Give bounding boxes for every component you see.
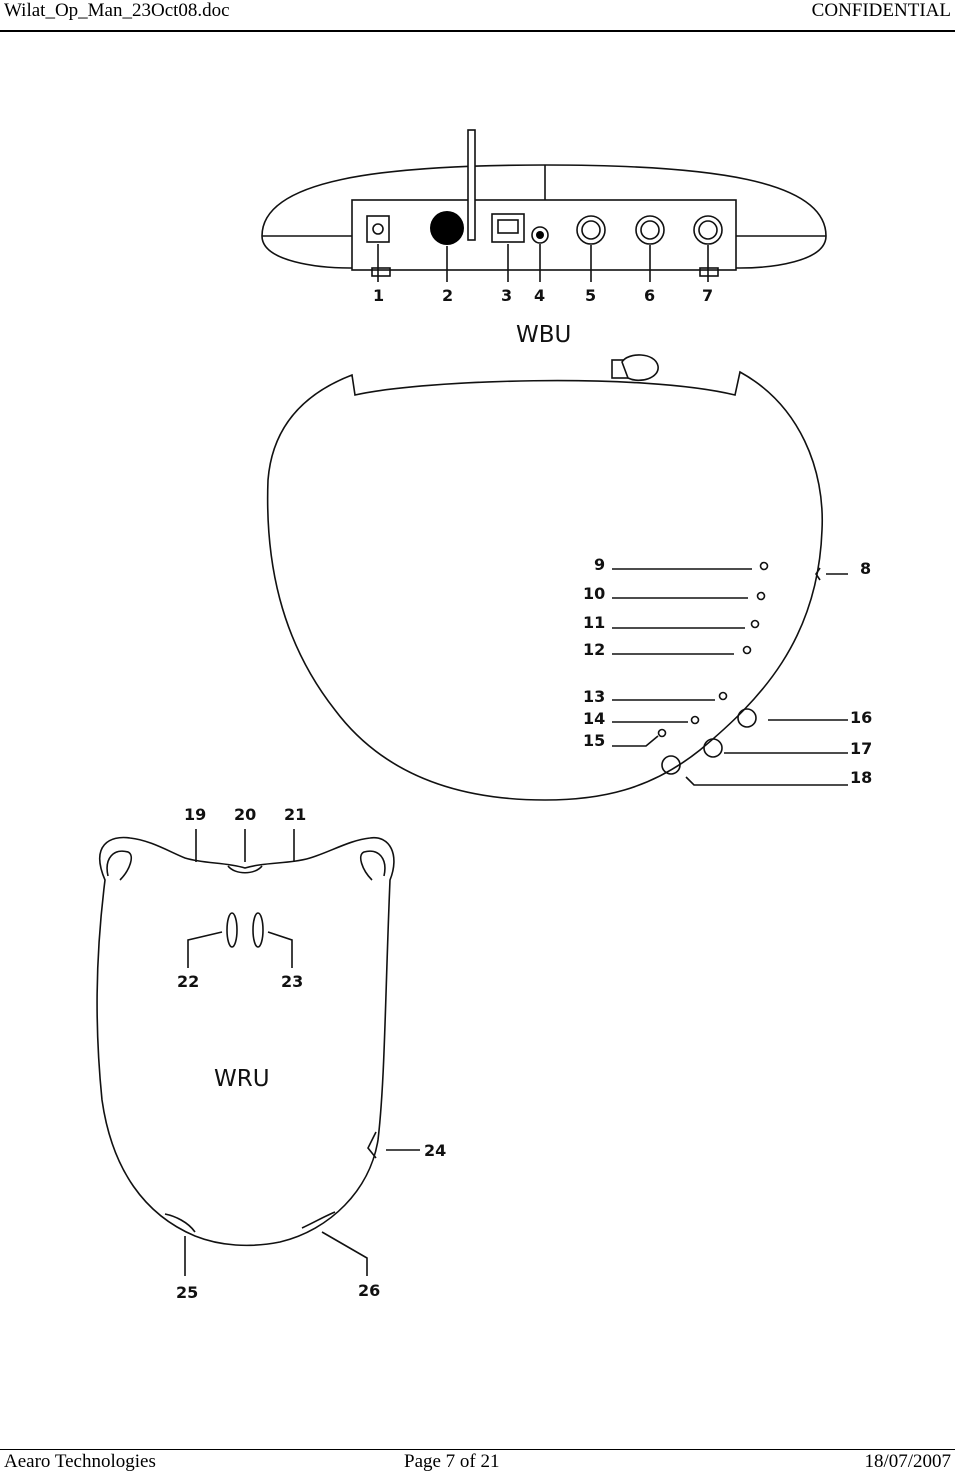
callout-6: 6: [644, 286, 655, 305]
callout-20: 20: [234, 805, 256, 824]
callout-5: 5: [585, 286, 596, 305]
callout-9: 9: [594, 555, 605, 574]
callout-8: 8: [860, 559, 871, 578]
footer-rule: [0, 1449, 955, 1450]
callout-11: 11: [583, 613, 605, 632]
wru-label: WRU: [214, 1066, 270, 1092]
wbu-top-view: 9 10 11 12 13 14 15 8 16 17 18: [266, 354, 872, 801]
callout-26: 26: [358, 1281, 380, 1300]
header-classification: CONFIDENTIAL: [811, 0, 951, 21]
header-rule: [0, 30, 955, 32]
callout-25: 25: [176, 1283, 198, 1302]
callout-2: 2: [442, 286, 453, 305]
callout-19: 19: [184, 805, 206, 824]
callout-7: 7: [702, 286, 713, 305]
callout-3: 3: [501, 286, 512, 305]
callout-22: 22: [177, 972, 199, 991]
callout-14: 14: [583, 709, 605, 728]
callout-24: 24: [424, 1141, 446, 1160]
callout-10: 10: [583, 584, 605, 603]
header-filename: Wilat_Op_Man_23Oct08.doc: [4, 0, 230, 21]
callout-15: 15: [583, 731, 605, 750]
callout-17: 17: [850, 739, 872, 758]
footer-page-number: Page 7 of 21: [404, 1451, 500, 1472]
callout-16: 16: [850, 708, 872, 727]
callout-21: 21: [284, 805, 306, 824]
callout-13: 13: [583, 687, 605, 706]
wbu-label: WBU: [516, 322, 571, 348]
footer-date: 18/07/2007: [864, 1451, 951, 1472]
callout-12: 12: [583, 640, 605, 659]
callout-23: 23: [281, 972, 303, 991]
wbu-rear-view: 1 2 3 4 5 6 7 WBU: [261, 129, 827, 348]
callout-18: 18: [850, 768, 872, 787]
wru-view: 19 20 21 22 23 WRU 24 25 26: [96, 805, 446, 1302]
footer-company: Aearo Technologies: [4, 1451, 156, 1472]
callout-4: 4: [534, 286, 545, 305]
callout-1: 1: [373, 286, 384, 305]
